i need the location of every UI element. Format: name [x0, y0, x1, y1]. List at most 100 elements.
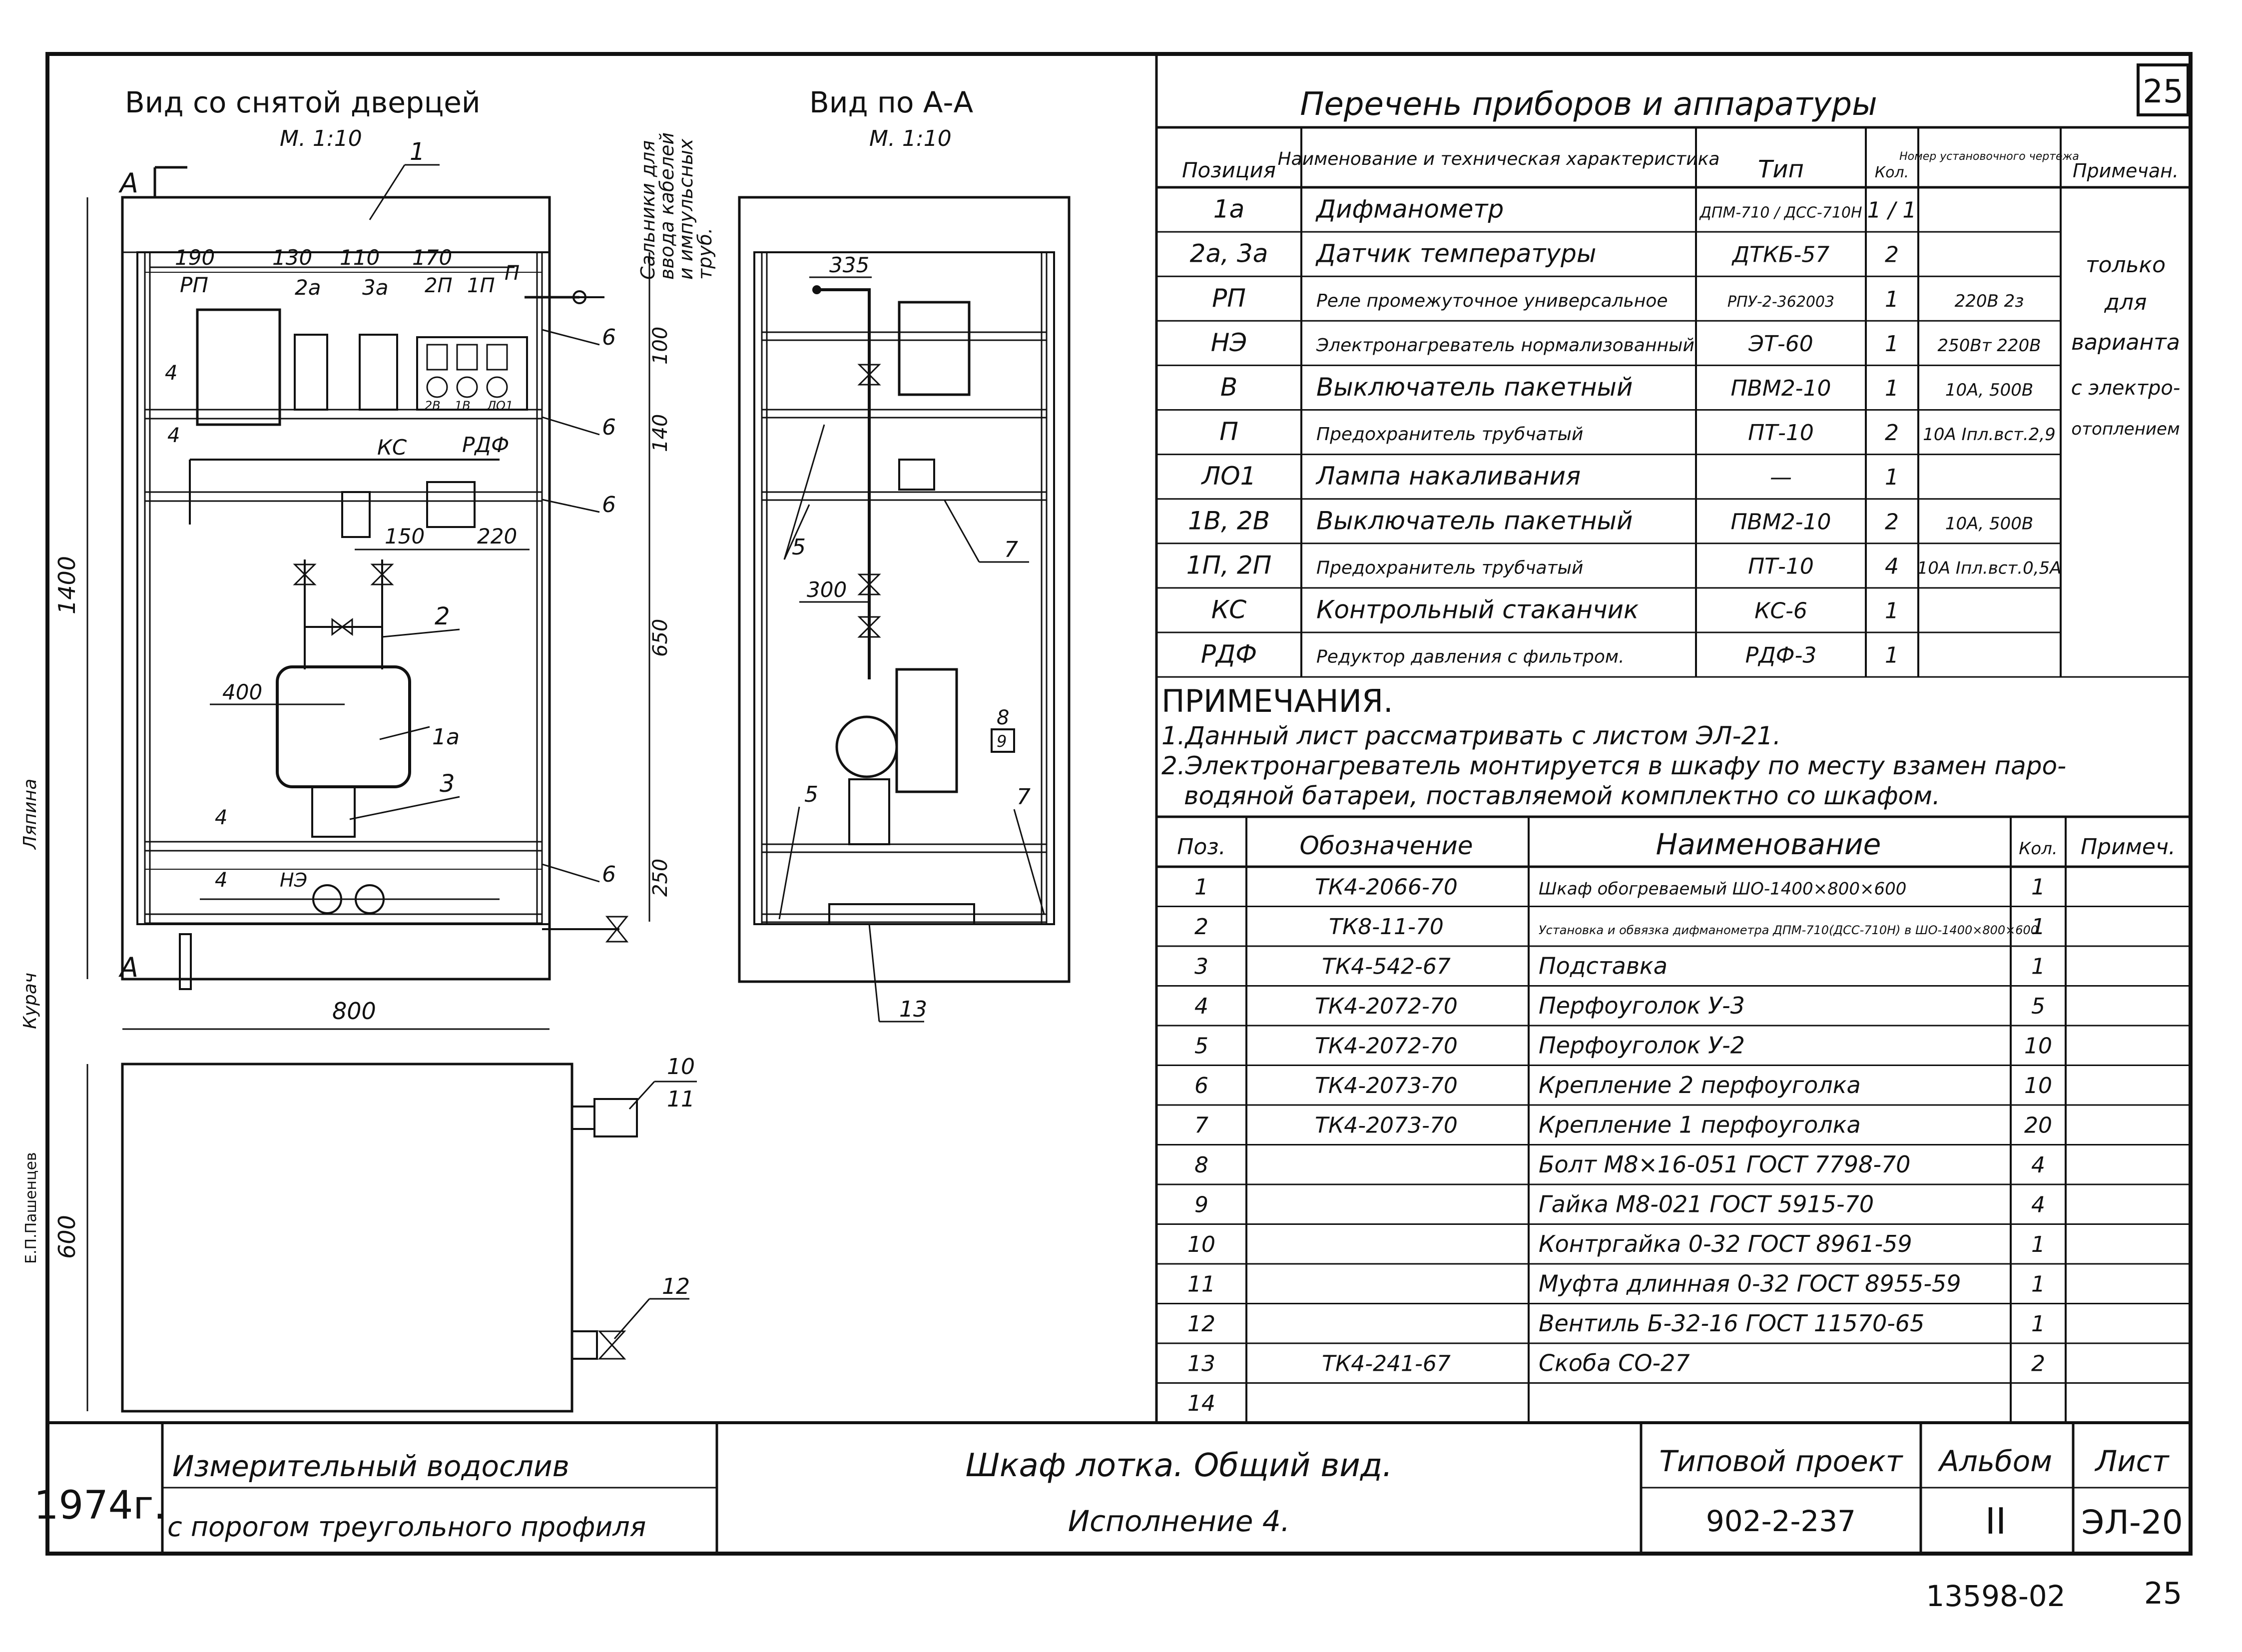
devices-cell: 2	[1885, 420, 1899, 446]
sheet-frame	[45, 52, 2193, 1556]
spec-cell: 5	[2031, 994, 2045, 1019]
spec-cell: 14	[1187, 1391, 1215, 1416]
plan-callout-10: 10	[667, 1054, 695, 1080]
spec-table: Поз. Обозначение Наименование Кол. Приме…	[1156, 815, 2191, 1423]
devices-cell: Реле промежуточное универсальное	[1316, 291, 1668, 311]
spec-cell: 13	[1187, 1351, 1215, 1377]
callout-6-b: 6	[602, 415, 616, 440]
object-line-2: с порогом треугольного профиля	[167, 1511, 646, 1543]
dev-header-drawing: Номер установочного чертежа	[1899, 150, 2079, 163]
view-section-aa: Вид по А-А М. 1:10 335 300 8 9 5 5	[738, 85, 1071, 1023]
label-ks: КС	[377, 435, 407, 460]
spec-header-qty: Кол.	[2019, 839, 2057, 859]
spec-cell: 4	[1194, 994, 1208, 1019]
spec-cell: 11	[1187, 1272, 1215, 1297]
project-label: Типовой проект	[1659, 1444, 1903, 1478]
v2-callout-8: 8	[997, 706, 1009, 729]
devices-cell: 1	[1885, 598, 1899, 623]
spec-cell: 9	[1194, 1192, 1208, 1218]
notes-block: ПРИМЕЧАНИЯ. 1.Данный лист рассматривать …	[1161, 683, 2066, 810]
devices-cell: Предохранитель трубчатый	[1316, 557, 1583, 578]
gland-note-4: труб.	[694, 228, 716, 280]
dev-header-qty: Кол.	[1875, 164, 1909, 181]
spec-cell: 1	[2031, 1232, 2045, 1257]
label-rdf: РДФ	[462, 433, 509, 457]
bottom-page: 25	[2144, 1576, 2182, 1611]
dim-335: 335	[829, 253, 869, 277]
devices-table-title: Перечень приборов и аппаратуры	[1300, 86, 1877, 123]
callout-6-c: 6	[602, 492, 616, 518]
merged-note-5: отоплением	[2071, 419, 2180, 439]
spec-cell: 2	[1194, 914, 1208, 940]
plan-outline	[121, 1063, 573, 1413]
label-3a: 3а	[362, 275, 388, 300]
callout-6-a: 6	[602, 325, 616, 350]
spec-cell: 1	[2031, 875, 2045, 900]
spec-cell: ТК4-2073-70	[1315, 1073, 1458, 1099]
devices-cell: 10А Iпл.вст.0,5А	[1917, 558, 2062, 578]
spec-header-designation: Обозначение	[1300, 831, 1473, 860]
view-without-door: Вид со снятой дверцей М. 1:10 А А 190 13…	[53, 85, 716, 1030]
merged-note-2: для	[2104, 290, 2147, 315]
devices-cell: 4	[1885, 553, 1899, 579]
devices-cell: ПВМ2-10	[1730, 509, 1831, 535]
spec-cell: 2	[2031, 1351, 2045, 1377]
devices-cell: Электронагреватель нормализованный	[1316, 335, 1694, 356]
devices-cell: 1	[1885, 465, 1899, 490]
dim-150: 150	[385, 524, 425, 549]
devices-cell: 1В, 2В	[1188, 506, 1270, 535]
devices-table: Перечень приборов и аппаратуры Позиция Н…	[1156, 86, 2191, 678]
album-label: Альбом	[1937, 1444, 2052, 1478]
label-rp: РП	[180, 273, 208, 297]
spec-header-name: Наименование	[1656, 827, 1881, 861]
top-dim-190: 190	[175, 245, 215, 270]
devices-cell: КС	[1211, 595, 1246, 624]
spec-header-pos: Поз.	[1177, 834, 1225, 860]
devices-cell: Выключатель пакетный	[1316, 373, 1633, 402]
devices-cell: 1П, 2П	[1186, 551, 1272, 579]
devices-cell: ДПМ-710 / ДСС-710Н	[1698, 204, 1862, 222]
devices-cell: РДФ	[1201, 640, 1257, 669]
callout-4-b: 4	[167, 424, 180, 447]
spec-cell: 8	[1194, 1152, 1208, 1178]
spec-cell: Подставка	[1539, 953, 1668, 980]
spec-cell: Вентиль Б-32-16 ГОСТ 11570-65	[1539, 1310, 1924, 1337]
label-1v: 1В	[455, 399, 471, 413]
view1-title: Вид со снятой дверцей	[125, 85, 481, 119]
dim-650: 650	[649, 619, 672, 657]
bottom-stamp: 13598-02	[1926, 1579, 2065, 1613]
devices-cell: ПВМ2-10	[1730, 376, 1831, 401]
label-2p: 2П	[425, 274, 453, 297]
devices-cell: 10А, 500В	[1945, 514, 2033, 534]
dev-header-pos: Позиция	[1182, 158, 1276, 182]
spec-cell: Крепление 2 перфоуголка	[1539, 1072, 1861, 1099]
merged-note-1: только	[2086, 252, 2166, 278]
devices-cell: 250Вт 220В	[1937, 336, 2041, 356]
note-line-1: 1.Данный лист рассматривать с листом ЭЛ-…	[1161, 721, 1781, 750]
devices-cell: РДФ-3	[1745, 643, 1817, 668]
page-number-box	[2137, 63, 2190, 116]
v2-callout-9: 9	[997, 732, 1007, 751]
control-cup-ks	[341, 491, 371, 538]
label-1p: 1П	[467, 274, 495, 297]
dim-220: 220	[477, 524, 517, 549]
spec-cell: 10	[2024, 1073, 2052, 1099]
spec-cell: Болт М8×16-051 ГОСТ 7798-70	[1539, 1151, 1910, 1178]
spec-cell: 4	[2031, 1192, 2045, 1218]
margin-name-3: Е.П.Пашенцев	[22, 1152, 40, 1264]
switch-panel	[416, 336, 528, 411]
v2-callout-13: 13	[899, 997, 927, 1022]
devices-cell: 1	[1885, 287, 1899, 312]
spec-cell: ТК8-11-70	[1329, 914, 1444, 940]
spec-cell: 1	[2031, 954, 2045, 980]
devices-cell: РП	[1212, 284, 1246, 313]
spec-cell: Гайка М8-021 ГОСТ 5915-70	[1539, 1191, 1874, 1218]
spec-cell: Скоба СО-27	[1539, 1350, 1690, 1377]
devices-cell: 2	[1885, 242, 1899, 268]
devices-cell: КС-6	[1754, 598, 1807, 623]
cabinet-outline	[121, 196, 551, 981]
dev-header-name: Наименование и техническая характеристик…	[1278, 149, 1720, 169]
dim-600: 600	[53, 1215, 80, 1259]
label-p: П	[505, 262, 520, 285]
